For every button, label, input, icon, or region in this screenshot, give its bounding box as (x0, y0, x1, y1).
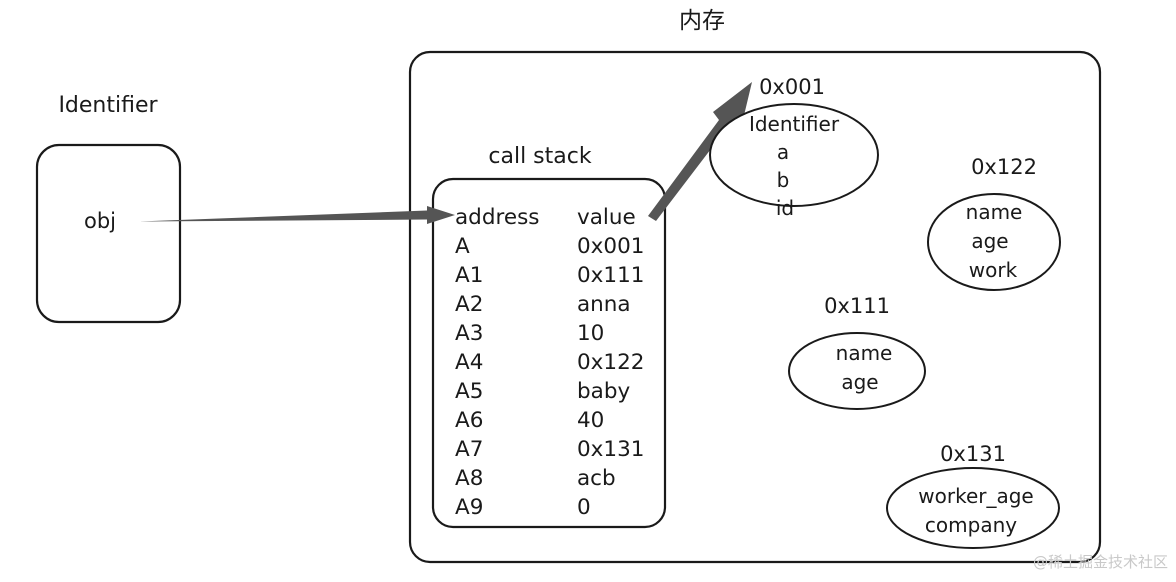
heap-ellipse-0x111 (788, 332, 926, 410)
heap-ellipse-0x131 (886, 467, 1060, 549)
heap-ellipse-0x001 (709, 103, 879, 207)
call-stack-header-address: address (455, 205, 539, 230)
table-row-value-2: anna (577, 292, 631, 317)
heap-line-0x122-1: age (971, 229, 1008, 253)
identifier-value-obj: obj (84, 209, 116, 233)
table-row-address-7: A7 (455, 437, 483, 462)
table-row-value-9: 0 (577, 495, 591, 520)
table-row-address-9: A9 (455, 495, 483, 520)
table-row-address-0: A (455, 234, 470, 259)
table-row-address-5: A5 (455, 379, 483, 404)
heap-address-label-0x122: 0x122 (971, 155, 1037, 179)
call-stack-title: call stack (488, 144, 591, 169)
table-row-value-0: 0x001 (577, 234, 644, 259)
call-stack-rows: A 0x001 A1 0x111 A2 anna A3 10 A4 0x122 … (455, 234, 644, 520)
table-row-value-3: 10 (577, 321, 604, 346)
call-stack-box (431, 177, 667, 529)
table-row-address-3: A3 (455, 321, 483, 346)
heap-line-0x122-2: work (969, 258, 1018, 282)
heap-line-0x001-0: Identifier (749, 112, 840, 136)
table-row-address-1: A1 (455, 263, 483, 288)
heap-address-label-0x111: 0x111 (824, 294, 890, 318)
heap-object-0x001[interactable]: 0x001 Identifier a b id (709, 75, 879, 220)
arrow-value-to-0x001-icon (648, 82, 752, 221)
heap-line-0x131-1: company (925, 513, 1017, 537)
heap-object-0x131[interactable]: 0x131 worker_age company (886, 442, 1060, 549)
heap-line-0x001-1: a (777, 140, 789, 164)
heap-line-0x111-1: age (841, 370, 878, 394)
memory-title: 内存 (679, 8, 725, 34)
heap-line-0x001-3: id (776, 196, 794, 220)
identifier-box[interactable] (35, 143, 182, 324)
table-row-value-7: 0x131 (577, 437, 644, 462)
watermark: @稀土掘金技术社区 (1033, 553, 1168, 571)
table-row-value-1: 0x111 (577, 263, 644, 288)
heap-line-0x111-0: name (836, 341, 893, 365)
table-row-address-8: A8 (455, 466, 483, 491)
heap-line-0x001-2: b (777, 168, 790, 192)
table-row-address-4: A4 (455, 350, 483, 375)
table-row-value-5: baby (577, 379, 630, 404)
table-row-value-4: 0x122 (577, 350, 644, 375)
table-row-address-6: A6 (455, 408, 483, 433)
arrow-obj-to-call-stack-icon (139, 206, 455, 224)
table-row-value-8: acb (577, 466, 616, 491)
heap-ellipse-0x122 (927, 193, 1061, 291)
heap-address-label-0x131: 0x131 (940, 442, 1006, 466)
table-row-address-2: A2 (455, 292, 483, 317)
heap-address-label-0x001: 0x001 (759, 75, 825, 99)
heap-line-0x131-0: worker_age (918, 484, 1033, 508)
heap-object-0x111[interactable]: 0x111 name age (788, 294, 926, 410)
heap-line-0x122-0: name (966, 200, 1023, 224)
call-stack-header-value: value (577, 205, 636, 230)
table-row-value-6: 40 (577, 408, 604, 433)
heap-object-0x122[interactable]: 0x122 name age work (927, 155, 1061, 291)
identifier-title: Identifier (58, 93, 158, 118)
